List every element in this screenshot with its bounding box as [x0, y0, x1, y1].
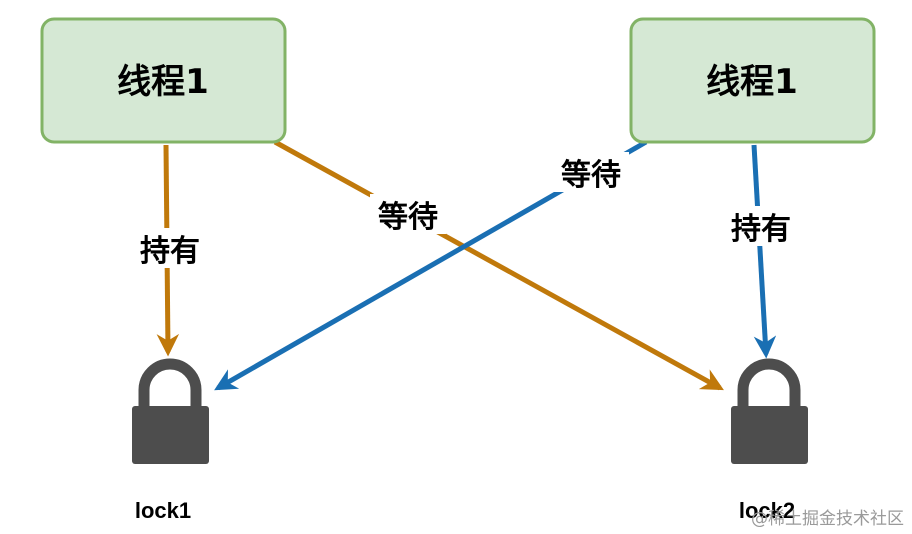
edge-label-right-wait-text: 等待: [561, 158, 621, 193]
edge-label-left-wait-text: 等待: [378, 200, 438, 235]
arrow-left-thread-wait-lock2: [273, 139, 724, 391]
edge-label-left-hold: 持有: [132, 228, 208, 269]
edge-label-right-hold-text: 持有: [731, 212, 791, 247]
thread-label-left: 线程1: [117, 62, 209, 102]
thread-label-right: 线程1: [706, 62, 798, 102]
lock-label-1: lock1: [135, 498, 191, 523]
edge-label-left-wait: 等待: [370, 194, 446, 235]
lock-label-2: lock2: [739, 498, 795, 523]
padlock-icon: [731, 358, 808, 464]
edge-label-right-wait: 等待: [553, 152, 629, 193]
edge-label-left-hold-text: 持有: [140, 234, 200, 269]
thread-box-right: 线程1: [629, 17, 876, 144]
thread-box-left: 线程1: [40, 17, 287, 144]
arrow-right-thread-hold-lock2: [751, 144, 777, 359]
padlock-icon: [132, 358, 209, 464]
edge-label-right-hold: 持有: [723, 206, 799, 247]
watermark: @稀土掘金技术社区: [751, 509, 904, 529]
